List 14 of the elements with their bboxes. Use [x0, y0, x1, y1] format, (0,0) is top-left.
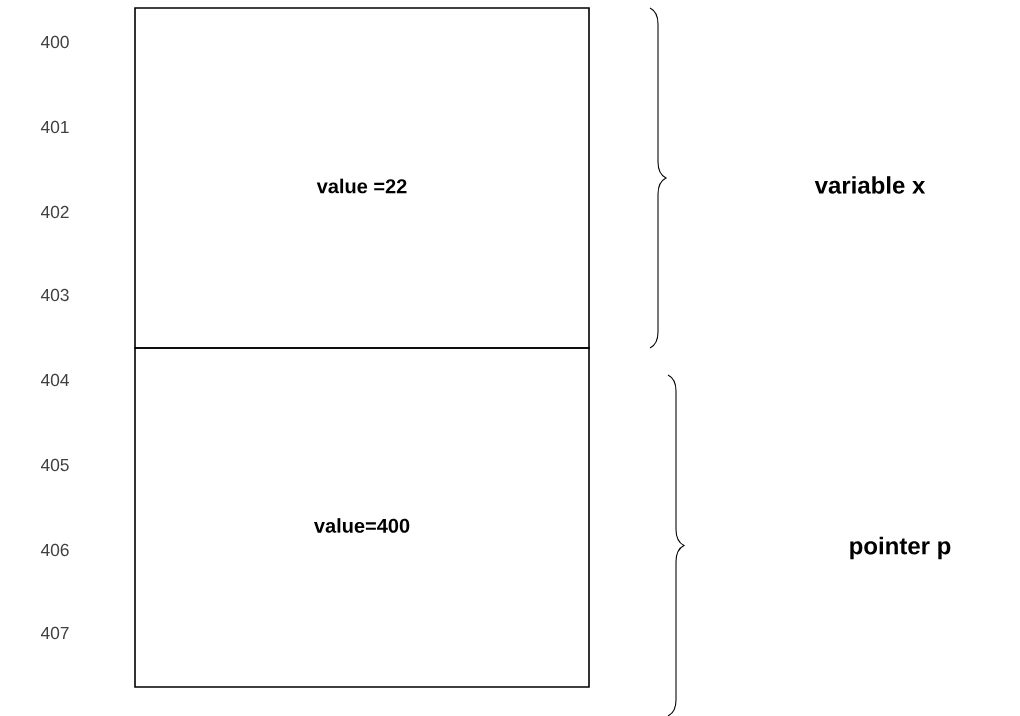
address-label: 403 — [40, 288, 69, 302]
brace-label: variable x — [814, 176, 926, 194]
memory-box — [134, 347, 590, 688]
address-label: 405 — [40, 458, 69, 472]
memory-box — [134, 7, 590, 349]
address-label: 404 — [40, 373, 69, 387]
address-label: 401 — [40, 120, 69, 134]
address-label: 402 — [40, 205, 69, 219]
value-text: value =22 — [316, 178, 407, 194]
value-text: value=400 — [314, 518, 410, 533]
address-label: 400 — [40, 35, 69, 49]
address-label: 407 — [40, 626, 69, 640]
address-label: 406 — [40, 543, 69, 557]
brace-label: pointer p — [850, 536, 951, 560]
